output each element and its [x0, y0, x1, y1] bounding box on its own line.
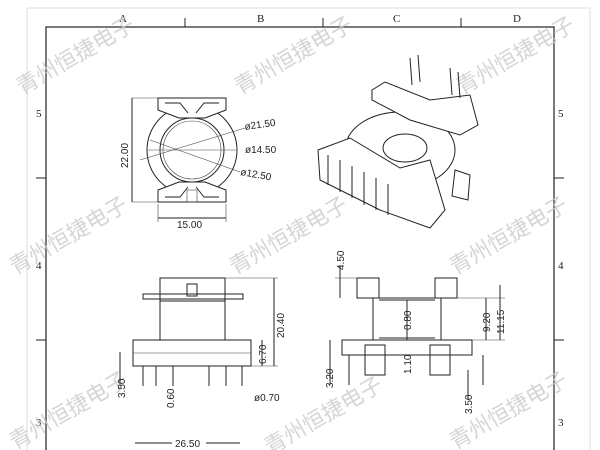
- row-label-4-right: 4: [558, 260, 564, 272]
- side-base-height-dim: 3.20: [325, 368, 336, 388]
- row-label-3-left: 3: [36, 417, 42, 429]
- row-label-4-left: 4: [36, 260, 42, 272]
- side-overall-height-dim: 11.15: [496, 309, 507, 334]
- watermark: 青州恒捷电子: [453, 13, 580, 101]
- isometric-view: [317, 54, 479, 229]
- side-inner-height-dim: 9.20: [482, 312, 493, 332]
- frame-ticks: [36, 18, 564, 341]
- watermark: 青州恒捷电子: [231, 13, 358, 101]
- column-label-c: C: [393, 13, 400, 25]
- row-label-5-right: 5: [558, 108, 564, 120]
- top-height-dim: 22.00: [120, 143, 131, 168]
- watermark: 青州恒捷电子: [6, 368, 133, 450]
- dia-inner-dim: ø12.50: [239, 167, 272, 183]
- watermark: 青州恒捷电子: [446, 193, 573, 281]
- dia-outer-dim: ø21.50: [244, 118, 277, 133]
- top-view: [131, 97, 246, 222]
- front-pin-dia-dim: ø0.70: [254, 393, 280, 404]
- side-view: [329, 265, 505, 400]
- column-label-d: D: [513, 13, 521, 25]
- front-pin-offset-dim: 0.60: [166, 388, 177, 408]
- front-view: [119, 277, 278, 444]
- side-flange-top-dim: 4.50: [336, 250, 347, 270]
- column-label-a: A: [119, 13, 127, 25]
- watermark: 青州恒捷电子: [13, 13, 140, 101]
- column-label-b: B: [257, 13, 264, 25]
- outer-frame: [26, 7, 591, 450]
- watermark: 青州恒捷电子: [6, 193, 133, 281]
- watermarks: 青州恒捷电子 青州恒捷电子 青州恒捷电子 青州恒捷电子 青州恒捷电子 青州恒捷电…: [6, 13, 580, 450]
- front-width-dim: 26.50: [175, 439, 200, 450]
- row-label-5-left: 5: [36, 108, 42, 120]
- front-base-dim: 6.70: [258, 344, 269, 364]
- top-width-dim: 15.00: [177, 220, 202, 231]
- side-wall-top-dim: 0.80: [403, 310, 414, 330]
- front-pin-length-dim: 3.50: [117, 378, 128, 398]
- side-pin-length-dim: 3.50: [464, 394, 475, 414]
- dia-mid-dim: ø14.50: [245, 145, 277, 156]
- inner-frame: [45, 26, 555, 450]
- watermark: 青州恒捷电子: [261, 373, 388, 450]
- side-wall-bottom-dim: 1.10: [403, 354, 414, 374]
- watermark: 青州恒捷电子: [226, 193, 353, 281]
- row-label-3-right: 3: [558, 417, 564, 429]
- front-height-dim: 20.40: [276, 313, 287, 338]
